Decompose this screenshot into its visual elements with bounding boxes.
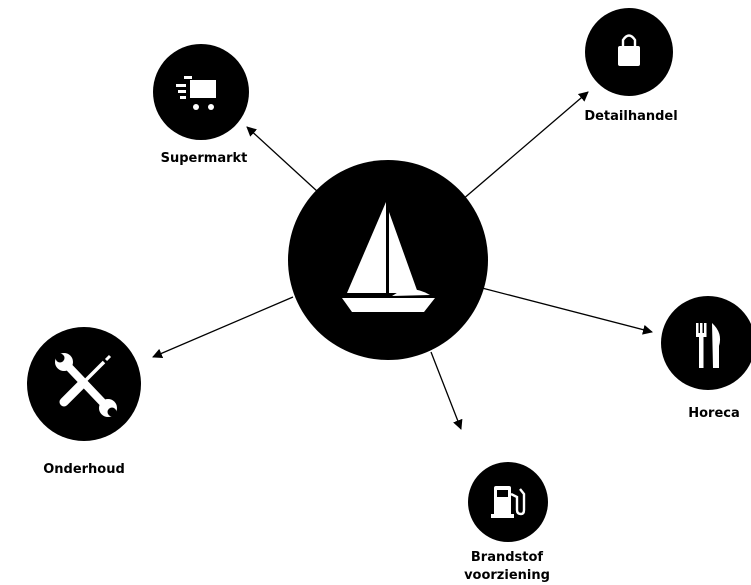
node-onderhoud: Onderhoud [27, 327, 141, 477]
horeca-label: Horeca [688, 406, 740, 421]
brandstof-label-line2: voorziening [464, 568, 550, 583]
node-detailhandel: Detailhandel [584, 8, 678, 124]
connectors [152, 91, 653, 430]
center-circle [288, 160, 488, 360]
center-node [288, 160, 488, 360]
shopping-bag-icon [618, 34, 640, 66]
arrow-to-detailhandel [461, 91, 589, 201]
horeca-circle [661, 296, 751, 390]
node-horeca: Horeca [661, 296, 751, 421]
arrow-to-supermarkt [246, 126, 319, 193]
arrow-to-horeca [481, 287, 653, 335]
arrow-to-onderhoud [152, 296, 294, 359]
brandstof-label-line1: Brandstof [471, 550, 544, 565]
shopping-cart-icon [176, 76, 216, 110]
fork-knife-icon [696, 323, 721, 368]
onderhoud-label: Onderhoud [43, 462, 125, 477]
node-brandstof: Brandstof voorziening [464, 462, 550, 583]
wrench-screwdriver-icon [55, 353, 117, 417]
supermarkt-label: Supermarkt [161, 151, 248, 166]
fuel-pump-icon [491, 486, 526, 518]
detailhandel-label: Detailhandel [584, 109, 677, 124]
arrow-to-brandstof [430, 351, 463, 430]
node-supermarkt: Supermarkt [153, 44, 249, 166]
sailboat-icon [342, 202, 435, 312]
